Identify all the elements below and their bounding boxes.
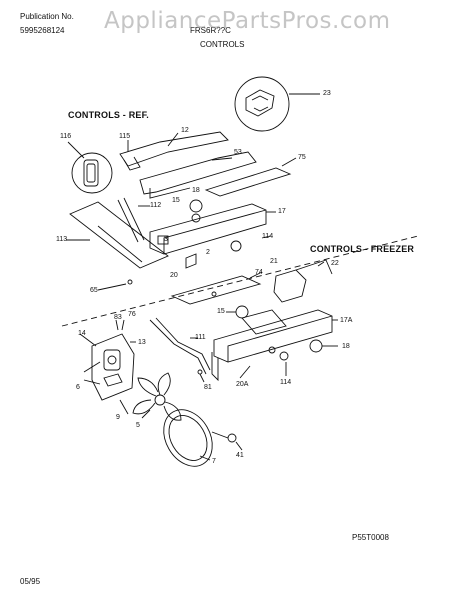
part-label-116: 116 (60, 133, 72, 140)
part-label-6: 6 (76, 384, 80, 391)
control-housing-17a-drawing (213, 309, 333, 363)
part-label-20: 20 (170, 272, 178, 279)
control-housing-17-drawing (149, 203, 267, 255)
part-label-7: 7 (212, 458, 216, 465)
part-label-83: 83 (114, 314, 122, 321)
part-label-81: 81 (204, 384, 212, 391)
motor-bracket-13-drawing (91, 333, 135, 401)
part-label-114b: 114 (280, 379, 292, 386)
section-title-ref: CONTROLS - REF. (68, 110, 149, 120)
revision-date: 05/95 (20, 577, 41, 586)
part-label-3: 3 (164, 236, 168, 243)
thermostat-21-drawing (273, 269, 307, 303)
knob-18-drawing (309, 339, 323, 353)
thermostat-23-drawing (234, 76, 320, 132)
part-label-76: 76 (128, 311, 136, 318)
part-label-17: 17 (278, 208, 286, 215)
part-label-12: 12 (181, 127, 189, 134)
model-number: FRS6R??C (190, 26, 231, 35)
housing-53-drawing (139, 151, 257, 195)
part-label-20a: 20A (236, 381, 249, 388)
publication-number: 5995268124 (20, 26, 65, 35)
part-label-22: 22 (331, 260, 339, 267)
part-label-41: 41 (236, 452, 244, 459)
part-label-112: 112 (150, 202, 162, 209)
part-label-2: 2 (206, 249, 210, 256)
part-label-23: 23 (323, 90, 331, 97)
part-label-53: 53 (234, 149, 242, 156)
wire-111-drawing (149, 319, 207, 375)
part-label-15a: 15 (172, 197, 180, 204)
publication-label: Publication No. (20, 12, 74, 21)
screw-41-drawing (227, 433, 237, 443)
part-label-5: 5 (136, 422, 140, 429)
part-label-21: 21 (270, 258, 278, 265)
watermark: AppliancePartsPros.com (104, 8, 391, 34)
knob-116-drawing (67, 141, 113, 194)
drawing-code: P55T0008 (352, 533, 389, 542)
grille-113-drawing (69, 201, 169, 269)
part-label-115: 115 (119, 133, 131, 140)
fan-blade-5-drawing (132, 372, 182, 421)
part-label-65: 65 (90, 287, 98, 294)
part-label-18a: 18 (192, 187, 200, 194)
part-label-75: 75 (298, 154, 306, 161)
page-title: CONTROLS (200, 40, 245, 49)
part-label-15b: 15 (217, 308, 225, 315)
part-label-9: 9 (116, 414, 120, 421)
part-label-114a: 114 (262, 233, 274, 240)
section-title-freezer: CONTROLS - FREEZER (310, 244, 415, 254)
lamp-15-drawing (235, 305, 249, 319)
part-label-18b: 18 (342, 343, 350, 350)
part-label-113: 113 (56, 236, 68, 243)
part-label-17a: 17A (340, 317, 353, 324)
plate-74-drawing (170, 275, 262, 305)
part-label-13: 13 (138, 339, 146, 346)
part-label-74: 74 (255, 269, 263, 276)
fan-shroud-7-drawing (163, 409, 213, 467)
part-label-111: 111 (195, 334, 206, 341)
part-label-14: 14 (78, 330, 86, 337)
strip-75-drawing (204, 167, 292, 197)
